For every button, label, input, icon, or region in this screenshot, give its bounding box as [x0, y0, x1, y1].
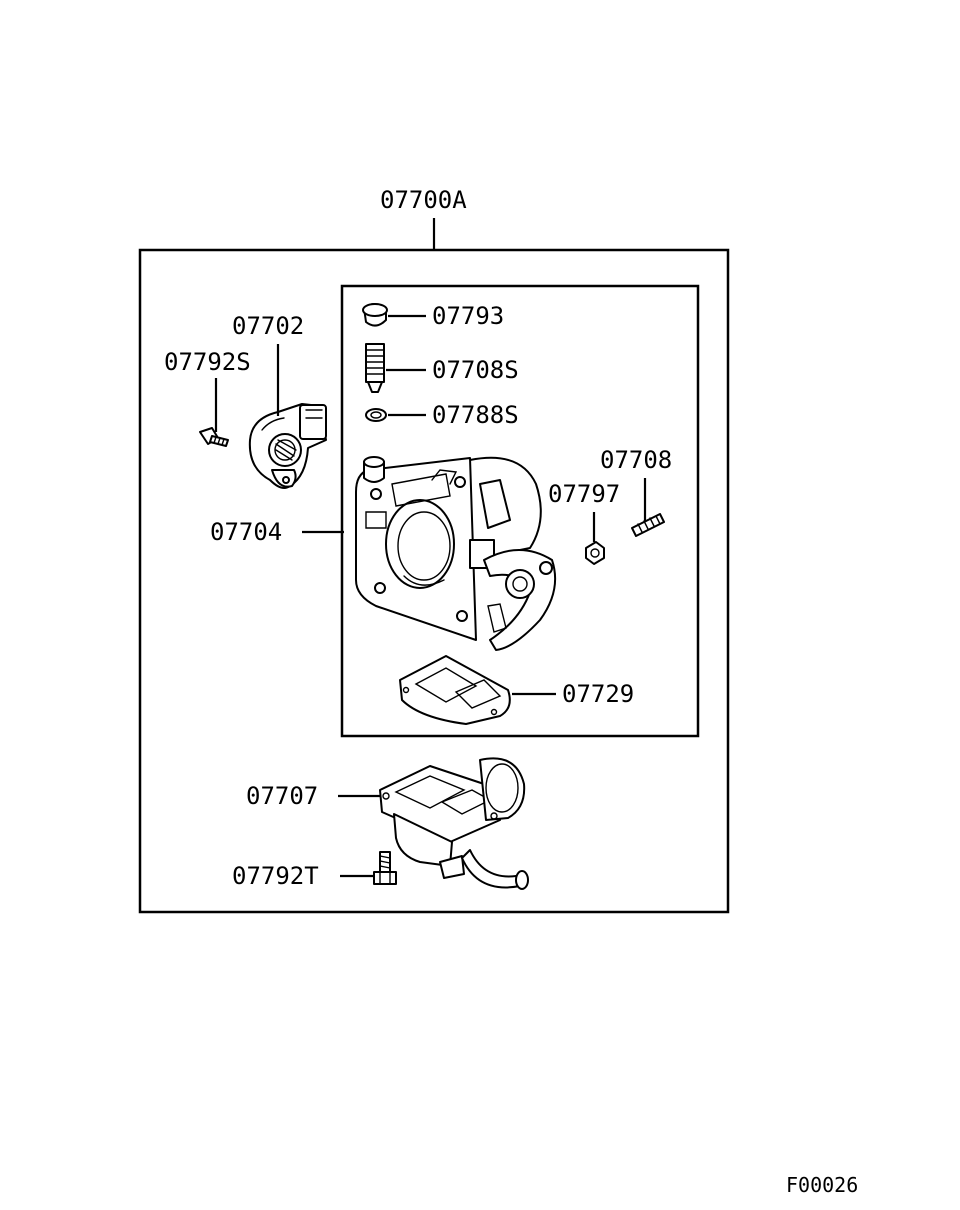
- o-ring-label: 07788S: [432, 401, 519, 429]
- assembly-frame: [138, 248, 730, 914]
- chamber-part: [379, 757, 529, 890]
- figure-code: F00026: [786, 1173, 858, 1197]
- stud-label: 07708: [600, 446, 672, 474]
- spring-screw-part: [365, 343, 385, 393]
- cap-label: 07793: [432, 302, 504, 330]
- throttle-body-label: 07704: [210, 518, 282, 546]
- chamber-label: 07707: [246, 782, 318, 810]
- o-ring-part: [365, 408, 387, 422]
- cap-part: [362, 303, 388, 327]
- chamber-bolt-label: 07792T: [232, 862, 319, 890]
- nut-label: 07797: [548, 480, 620, 508]
- tps-screw: [199, 427, 229, 447]
- throttle-body-part: [355, 456, 557, 651]
- tps-sensor-label: 07702: [232, 312, 304, 340]
- gasket-label: 07729: [562, 680, 634, 708]
- throttle-position-sensor: [248, 403, 327, 489]
- stud-part: [631, 513, 665, 537]
- tps-screw-label: 07792S: [164, 348, 251, 376]
- assembly-label: 07700A: [380, 186, 467, 214]
- gasket-part: [399, 655, 511, 725]
- nut-part: [585, 541, 605, 565]
- spring-screw-label: 07708S: [432, 356, 519, 384]
- chamber-bolt-part: [373, 851, 397, 885]
- subassembly-frame: [340, 284, 700, 738]
